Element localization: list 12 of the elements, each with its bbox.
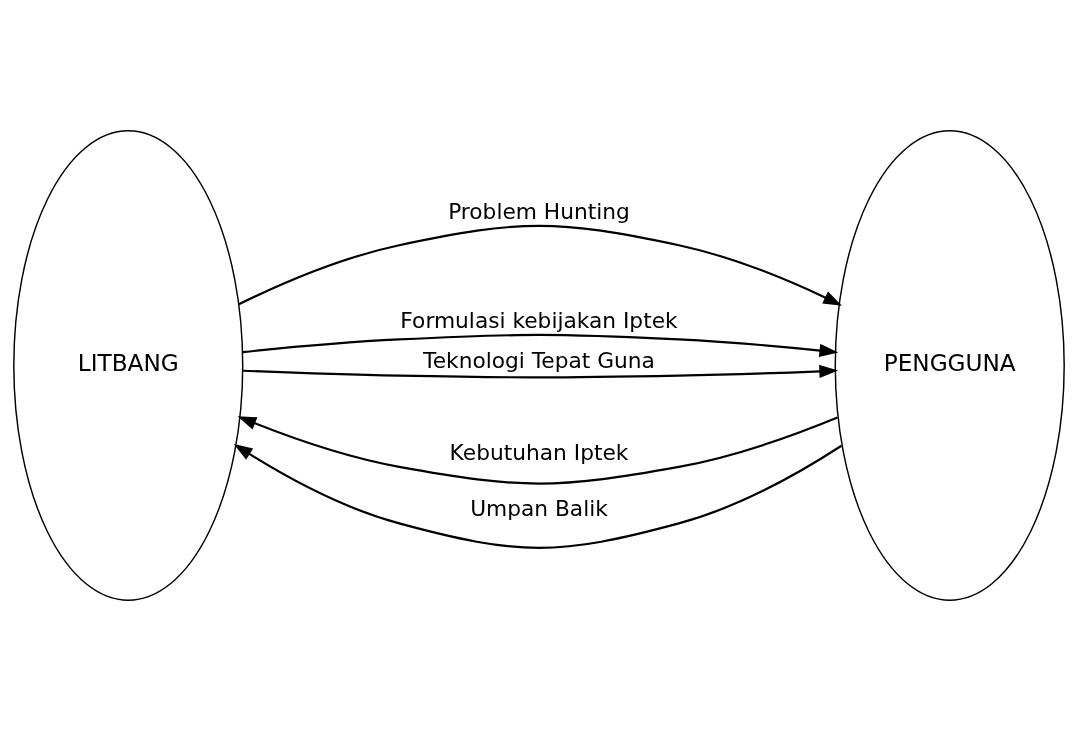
edge-label: Problem Hunting [448,199,630,225]
arrow [233,444,843,549]
arrow [242,333,839,358]
node-ellipse: LITBANG [13,130,244,601]
node-ellipse: PENGGUNA [834,130,1065,601]
arrow [243,364,839,379]
edge-label: Kebutuhan Iptek [449,439,629,465]
arrow [238,224,843,306]
edge-label: Formulasi kebijakan Iptek [400,307,678,333]
arrow [237,416,838,485]
edge-label: Umpan Balik [470,496,608,522]
edge-label: Teknologi Tepat Guna [423,348,655,374]
